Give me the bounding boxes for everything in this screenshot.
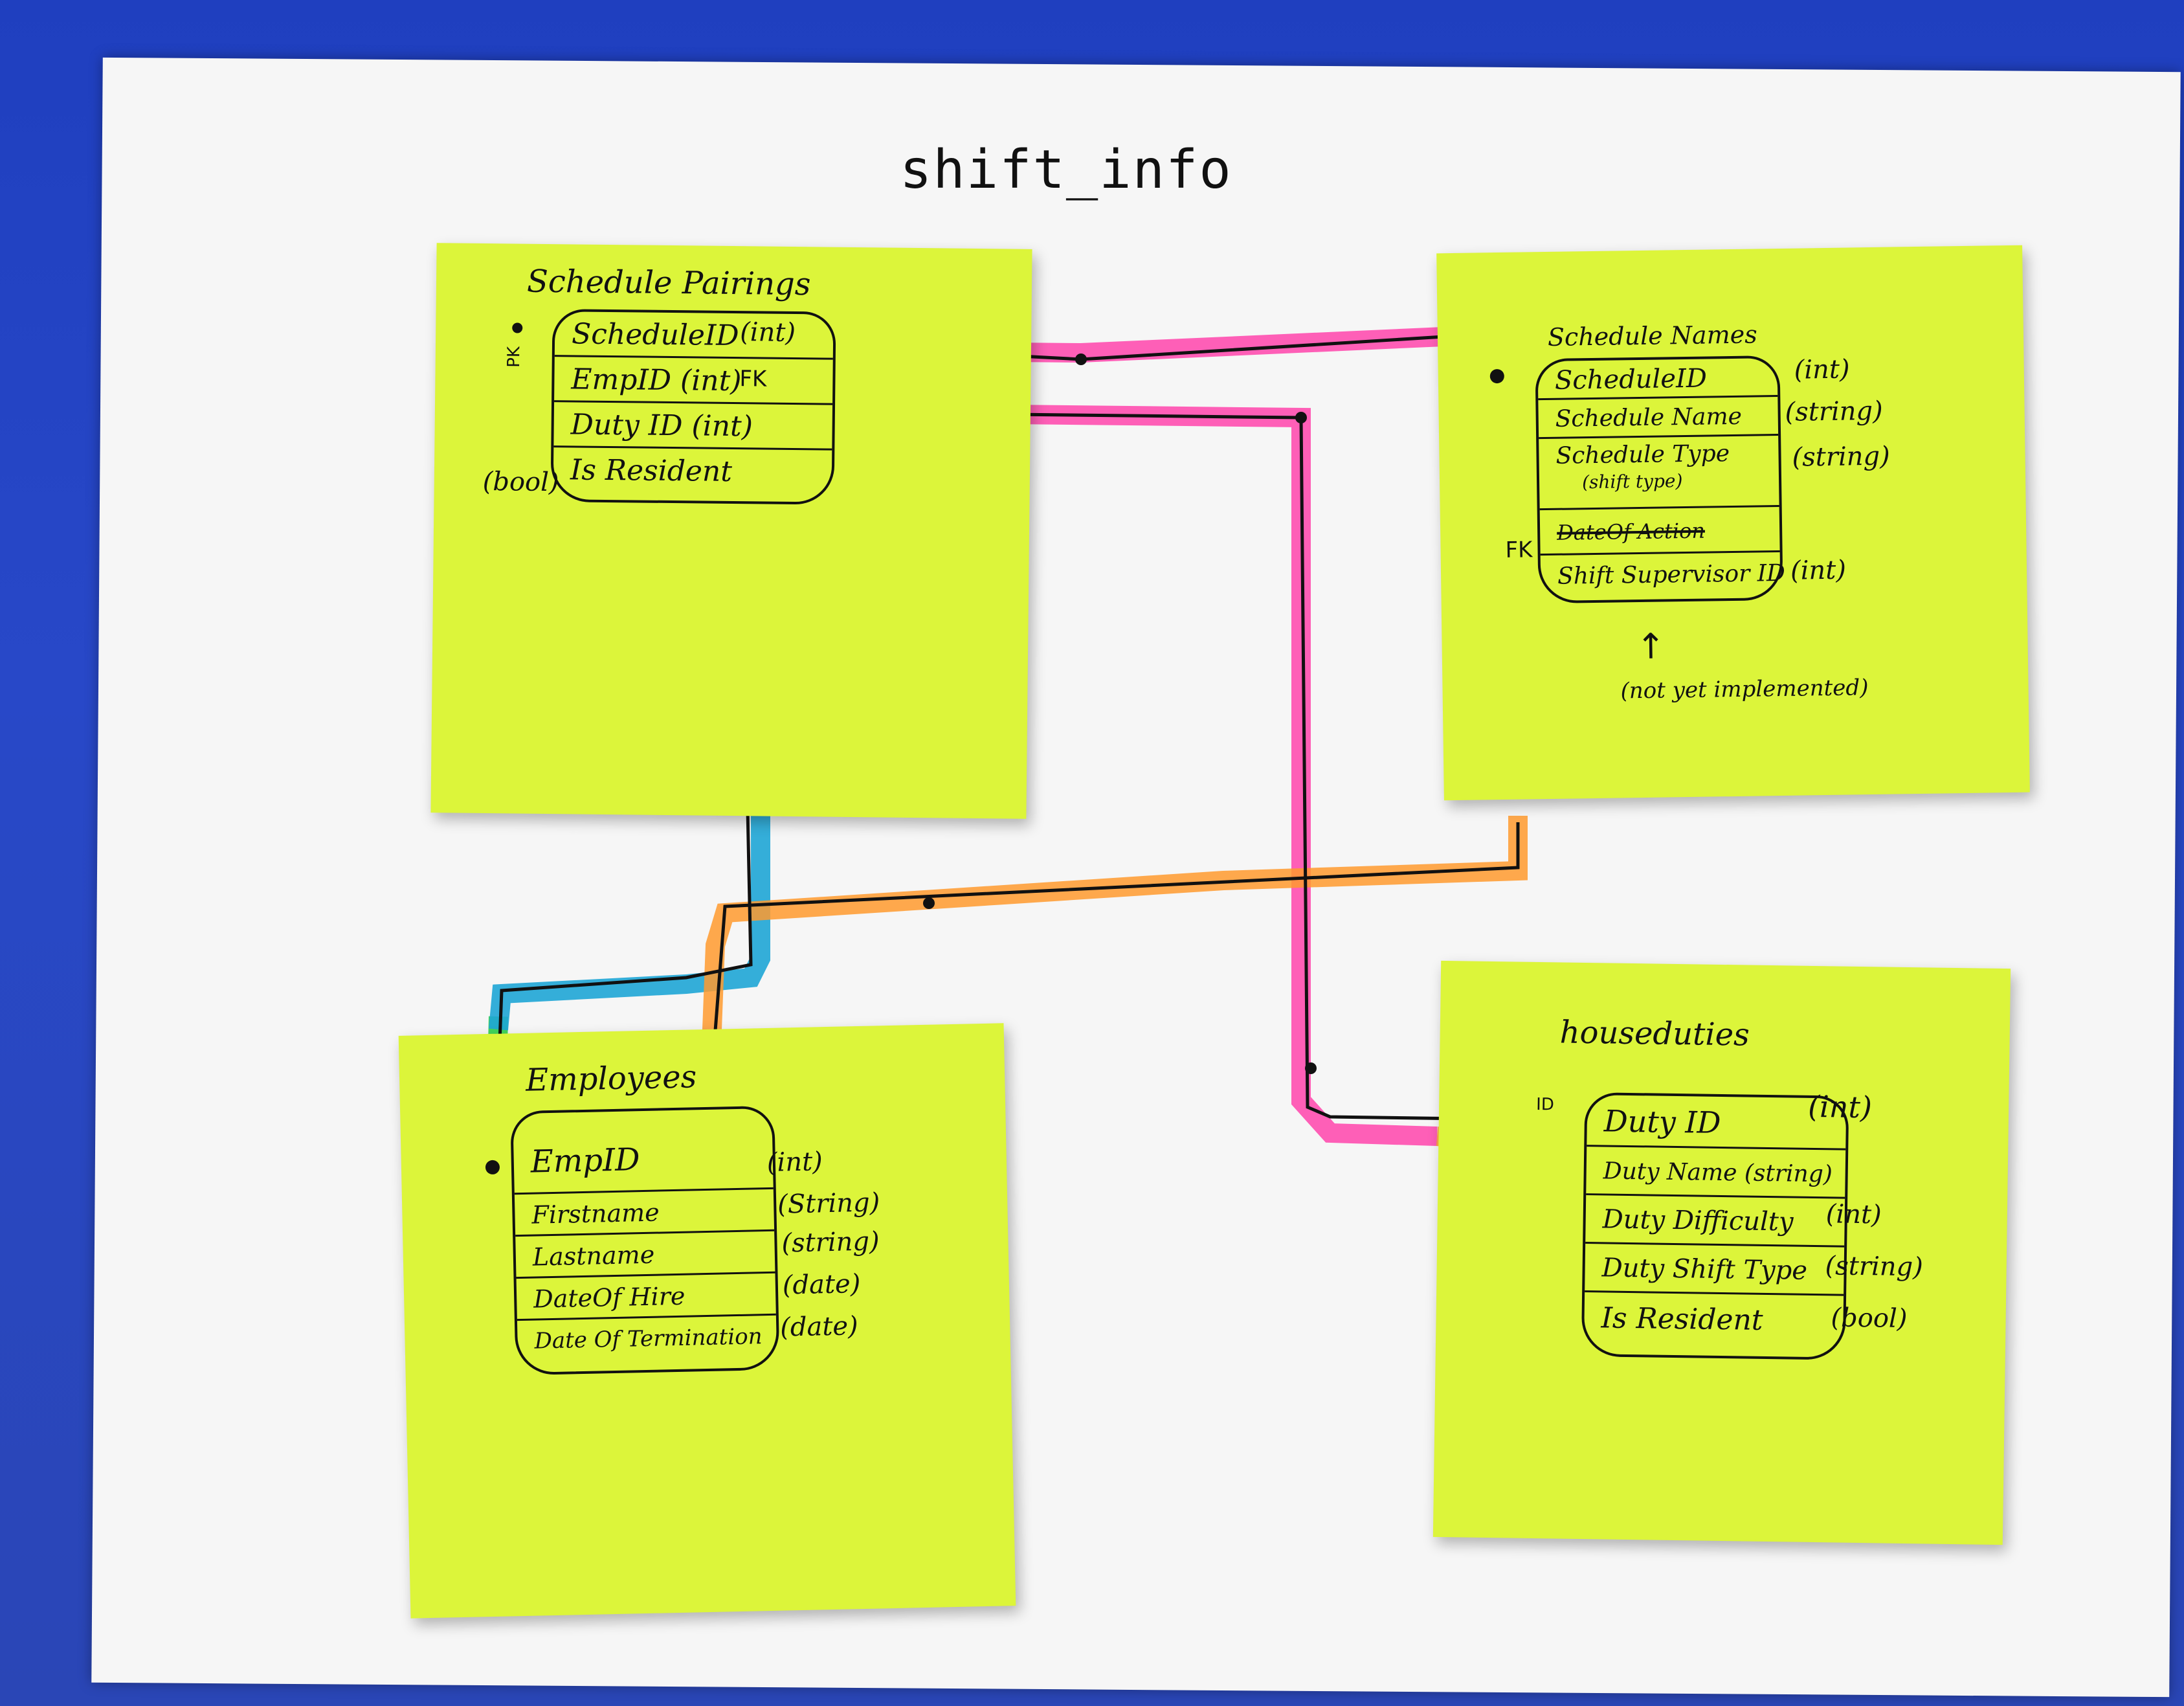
table-row: Schedule Name — [1538, 397, 1779, 440]
schedule-names-table: ScheduleID Schedule Name Schedule Type (… — [1535, 355, 1786, 604]
id-label: ID — [1535, 1094, 1555, 1115]
table-row: EmpID — [513, 1108, 774, 1195]
type-label: (int) — [766, 1147, 823, 1178]
employees-title: Employees — [525, 1059, 697, 1099]
type-label: (bool) — [482, 466, 559, 498]
type-label: (date) — [782, 1269, 861, 1301]
schedule-names-note: Schedule Names ScheduleID Schedule Name … — [1436, 245, 2030, 801]
type-label: (int) — [1825, 1199, 1882, 1230]
table-row: DateOf Action — [1539, 507, 1780, 556]
type-label: (string) — [1825, 1251, 1924, 1283]
pk-dot — [485, 1160, 500, 1175]
schedule-type-note: (shift type) — [1581, 470, 1683, 493]
table-row: Duty Name (string) — [1586, 1147, 1846, 1199]
table-row: Schedule Type (shift type) — [1539, 436, 1779, 511]
employees-table: EmpID Firstname Lastname DateOf Hire Dat… — [510, 1105, 780, 1376]
houseduties-table: Duty ID Duty Name (string) Duty Difficul… — [1581, 1092, 1849, 1360]
schedule-pairings-title: Schedule Pairings — [526, 263, 811, 303]
table-row: Is Resident — [570, 453, 733, 489]
table-row: Date Of Termination — [534, 1323, 763, 1354]
fk-label: FK — [739, 366, 767, 392]
table-row: Lastname — [515, 1231, 775, 1279]
table-row: Duty Shift Type — [1585, 1244, 1845, 1296]
type-label: (int) — [1807, 1088, 1873, 1125]
up-arrow-icon: ↑ — [1636, 625, 1666, 668]
table-row: Duty ID (int) — [553, 402, 833, 451]
type-label: (date) — [779, 1311, 859, 1343]
schedule-names-title: Schedule Names — [1547, 320, 1757, 352]
scribbled-out-field: DateOf Action — [1556, 518, 1706, 545]
type-label: (bool) — [1831, 1303, 1908, 1334]
type-label: (int) — [739, 317, 796, 348]
table-row: Duty Difficulty — [1585, 1195, 1845, 1248]
employees-note: Employees EmpID Firstname Lastname DateO… — [398, 1023, 1016, 1619]
table-row: Is Resident — [1601, 1301, 1763, 1337]
fk-label: FK — [1505, 537, 1533, 563]
pk-dot — [1489, 368, 1504, 384]
table-row: Firstname — [514, 1189, 775, 1237]
type-label: (string) — [1785, 396, 1884, 427]
table-row: DateOf Hire — [516, 1273, 776, 1321]
table-row: ScheduleID — [1537, 358, 1778, 401]
houseduties-note: houseduties Duty ID Duty Name (string) D… — [1432, 960, 2011, 1545]
pk-side-mark: PK — [504, 346, 524, 368]
type-label: (string) — [1792, 441, 1891, 473]
page-title: shift_info — [900, 139, 1232, 201]
type-label: (String) — [777, 1187, 880, 1220]
schedule-type-label: Schedule Type — [1555, 440, 1730, 469]
type-label: (int) — [1790, 555, 1847, 586]
table-row: Shift Supervisor ID — [1557, 559, 1786, 590]
type-label: (string) — [781, 1226, 880, 1259]
schedule-pairings-note: Schedule Pairings ScheduleID EmpID (int)… — [430, 243, 1032, 819]
type-label: (int) — [1794, 354, 1850, 385]
table-row: EmpID (int) — [554, 357, 833, 405]
not-implemented-note: (not yet implemented) — [1620, 675, 1869, 704]
pk-dot — [512, 322, 523, 333]
houseduties-title: houseduties — [1559, 1014, 1750, 1053]
